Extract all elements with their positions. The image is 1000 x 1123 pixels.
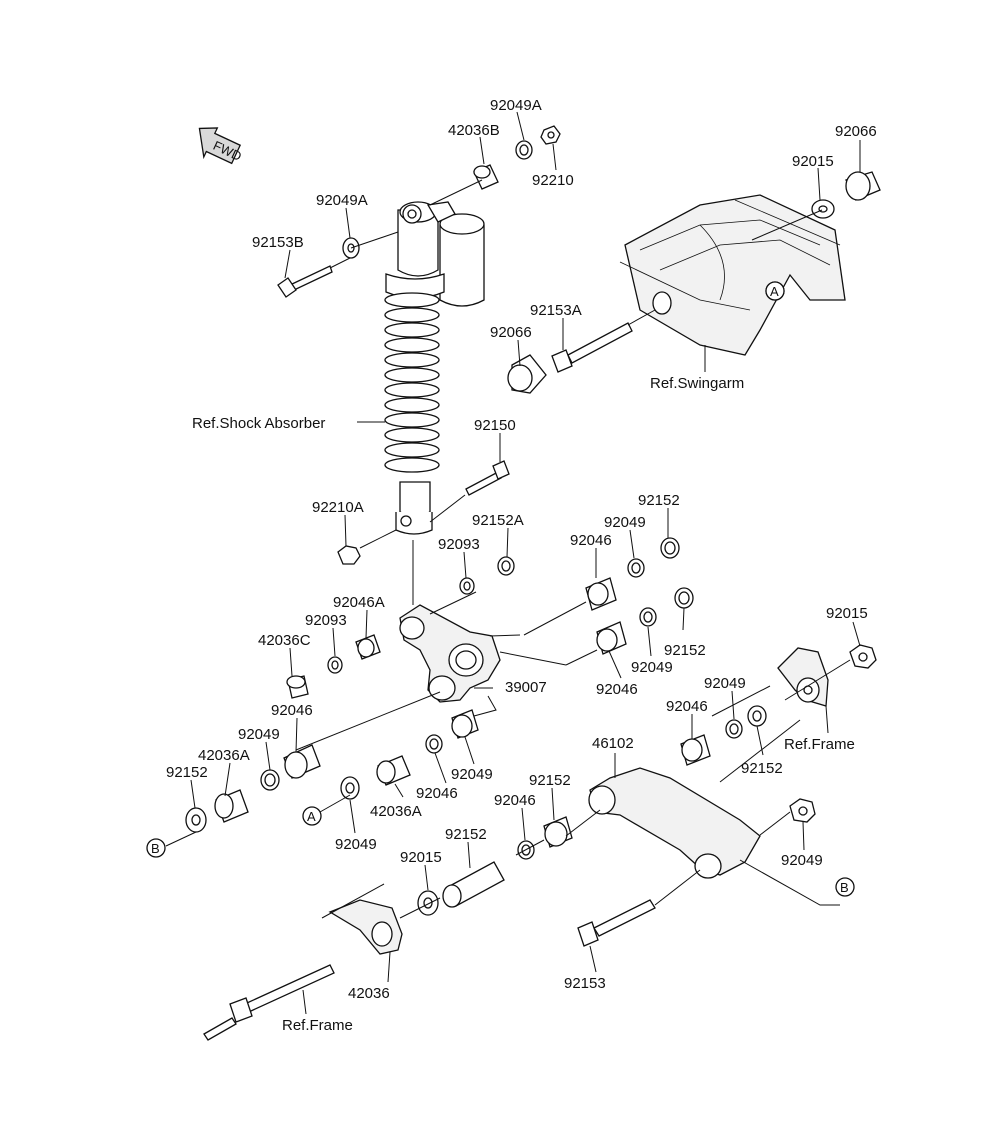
- svg-text:A: A: [307, 809, 316, 824]
- callout-a-swingarm: A: [765, 281, 785, 301]
- part-label: 42036C: [258, 632, 311, 649]
- part-label: 92049A: [316, 192, 368, 209]
- part-label: 42036B: [448, 122, 500, 139]
- part-label: 92153A: [530, 302, 582, 319]
- part-label: 42036A: [370, 803, 422, 820]
- swingarm-ref: [619, 194, 846, 356]
- part-label: 92093: [438, 536, 480, 553]
- part-label: 92049: [604, 514, 646, 531]
- part-label: 92153B: [252, 234, 304, 251]
- upper-hardware: [277, 125, 881, 565]
- spring-coil: [384, 442, 440, 458]
- svg-text:A: A: [770, 284, 779, 299]
- part-label: 92049: [781, 852, 823, 869]
- spring-coil: [384, 397, 440, 413]
- part-label: 92046A: [333, 594, 385, 611]
- spring-coil: [384, 322, 440, 338]
- part-label: 92152: [529, 772, 571, 789]
- part-label: 92049: [704, 675, 746, 692]
- spring-coil: [384, 292, 440, 308]
- part-label: 92046: [416, 785, 458, 802]
- callout-b-right: B: [835, 877, 855, 897]
- fwd-arrow-icon: FWD: [198, 127, 244, 165]
- part-labels: 92049A 42036B 92210 92066 92015 92049A 9…: [166, 97, 877, 1034]
- part-label: 92046: [666, 698, 708, 715]
- ref-label: Ref.Shock Absorber: [192, 415, 325, 432]
- part-label: 92046: [494, 792, 536, 809]
- part-label: 92015: [400, 849, 442, 866]
- ref-label: 42036: [348, 985, 390, 1002]
- part-label: 92152: [638, 492, 680, 509]
- part-label: 92046: [596, 681, 638, 698]
- spring-coil: [384, 382, 440, 398]
- part-label: 46102: [592, 735, 634, 752]
- part-label: 42036A: [198, 747, 250, 764]
- part-label: 92210A: [312, 499, 364, 516]
- callout-b-left: B: [146, 838, 166, 858]
- part-label: 92015: [826, 605, 868, 622]
- spring-coil: [384, 457, 440, 473]
- spring-coil: [384, 412, 440, 428]
- part-label: 92046: [271, 702, 313, 719]
- part-label: 92049: [238, 726, 280, 743]
- part-label: 39007: [505, 679, 547, 696]
- spring-coil: [384, 337, 440, 353]
- part-label: 92049A: [490, 97, 542, 114]
- linkage-parts: [185, 537, 877, 1041]
- part-label: 92152A: [472, 512, 524, 529]
- part-label: 92049: [631, 659, 673, 676]
- part-label: 92093: [305, 612, 347, 629]
- part-label: 92049: [451, 766, 493, 783]
- part-label: Ref.Frame: [282, 1017, 353, 1034]
- spring-coil: [384, 367, 440, 383]
- spring-coil: [384, 352, 440, 368]
- spring-coil: [384, 307, 440, 323]
- part-label: 92046: [570, 532, 612, 549]
- svg-text:B: B: [151, 841, 160, 856]
- part-label: 92049: [335, 836, 377, 853]
- leader-lines: [165, 111, 861, 1015]
- part-label: 92152: [741, 760, 783, 777]
- ref-label: Ref.Swingarm: [650, 375, 744, 392]
- part-label: 92015: [792, 153, 834, 170]
- part-label: 92152: [166, 764, 208, 781]
- callout-a-linkage: A: [302, 806, 322, 826]
- svg-text:B: B: [840, 880, 849, 895]
- part-label: 92210: [532, 172, 574, 189]
- part-label: 92066: [835, 123, 877, 140]
- part-label: 92150: [474, 417, 516, 434]
- part-label: 92153: [564, 975, 606, 992]
- ref-label: Ref.Frame: [784, 736, 855, 753]
- part-label: 92152: [445, 826, 487, 843]
- part-label: 92066: [490, 324, 532, 341]
- part-label: 92152: [664, 642, 706, 659]
- shock-absorber: [384, 201, 485, 535]
- spring-coil: [384, 427, 440, 443]
